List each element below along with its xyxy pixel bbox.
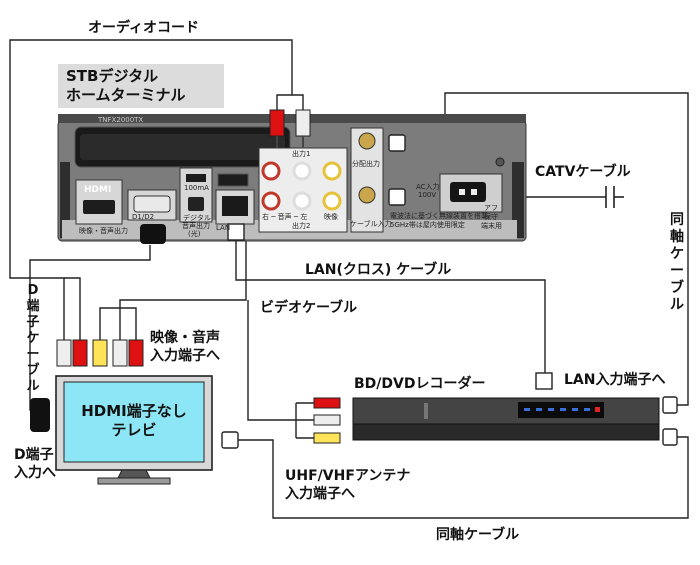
hdmi-port (83, 200, 115, 214)
rca-jack (261, 191, 281, 211)
recorder-av-plugs (313, 397, 341, 444)
lan-cable-label: LAN(クロス) ケーブル (305, 262, 452, 278)
d-input-label-1: D端子 (14, 447, 54, 463)
audio-cord-line-2 (292, 94, 304, 110)
screw-icon (495, 157, 505, 167)
av-input-label-1: 映像・音声 (150, 330, 220, 346)
audio-plugs-stb (269, 109, 311, 148)
optical-port (188, 197, 204, 211)
audio-lr-label: 右 ─ 音声 ─ 左 (262, 213, 308, 221)
d-terminal-port (133, 195, 171, 213)
coax-cable-right-label: 同軸ケーブル (670, 212, 684, 313)
tv-label-1: HDMI端子なし (81, 402, 187, 420)
rca-jack (261, 161, 281, 181)
ac-in-label-2: 100V (418, 191, 437, 199)
lan-port-label: LAN (216, 224, 231, 232)
ac-pin (471, 189, 477, 195)
bd-dvd-recorder (352, 397, 660, 441)
usb-current-label: 100mA (184, 184, 209, 192)
out2-label: 出力2 (292, 222, 311, 230)
hdmi-logo: HDMI (84, 185, 112, 195)
recorder-label: BD/DVDレコーダー (354, 376, 486, 392)
ac-maint-label-1: アフ (484, 204, 498, 212)
video-jack-label: 映像 (324, 213, 338, 221)
out1-label: 出力1 (292, 150, 311, 158)
catv-cable-label: CATVケーブル (535, 164, 631, 180)
stb-model: TNFX2000TX (98, 116, 144, 124)
cable-in-label: ケーブル入力 (350, 220, 392, 228)
digital-audio-label-2: 音声出力 (182, 222, 210, 230)
lan-input-label: LAN入力端子へ (564, 372, 666, 388)
antenna-label-1: UHF/VHFアンテナ (285, 468, 411, 484)
video-plugs-tv (92, 318, 144, 367)
audio-cord-label: オーディオコード (88, 20, 200, 36)
ac-maint-label-3: 端末用 (481, 222, 502, 230)
stb-left-foot (60, 162, 70, 238)
catv-cap-symbol (605, 186, 624, 208)
coax-plugs (221, 134, 678, 449)
coax-cable-bottom-label: 同軸ケーブル (436, 527, 520, 543)
digital-audio-label-3: (光) (188, 230, 201, 238)
tv-label-2: テレビ (111, 421, 157, 439)
audio-cord-split (64, 277, 81, 318)
stb-title-box (58, 64, 224, 108)
rca-jacks (261, 161, 342, 211)
cable-in-connector (358, 186, 376, 204)
audio-cord-line (9, 39, 293, 318)
ac-in-label-1: AC入力 (416, 183, 440, 191)
rca-jack (322, 161, 342, 181)
bottom-coax-line (238, 436, 689, 519)
lan-plug-stb (227, 223, 245, 241)
rca-jack (292, 191, 312, 211)
television (55, 375, 213, 485)
recorder-display (524, 408, 590, 411)
usb-panel (179, 167, 213, 223)
antenna-label-2: 入力端子へ (285, 486, 355, 502)
d-cable-label: D端子ケーブル (26, 283, 40, 394)
usb-top-port (217, 173, 249, 187)
lan-plug-recorder (535, 372, 553, 390)
rca-jack (322, 191, 342, 211)
stb-device (57, 114, 527, 242)
stb-title-line2: ホームターミナル (66, 86, 186, 104)
d-plug-tv (30, 398, 50, 432)
video-cable-split (99, 307, 137, 318)
split-out-label: 分配出力 (352, 160, 380, 168)
video-cable-label: ビデオケーブル (260, 300, 358, 316)
stb-top-edge (58, 114, 526, 123)
d-input-label-2: 入力へ (14, 465, 56, 481)
stb-right-foot (512, 162, 524, 238)
av-input-label-2: 入力端子へ (150, 348, 220, 364)
ac-maint-label-2: 保守 (484, 213, 498, 221)
av-out-label: 映像・音声出力 (79, 227, 128, 235)
stb-title-line1: STBデジタル (66, 67, 159, 85)
usb-port (186, 174, 206, 182)
ac-inlet (450, 182, 486, 202)
audio-plugs-tv (56, 318, 88, 367)
notice-line-1: 電波法に基づく無線装置を搭載 (390, 212, 488, 220)
rca-jack (292, 161, 312, 181)
d-out-label: D1/D2 (132, 213, 155, 221)
lan-cable-line (235, 240, 546, 373)
split-out-connector (358, 132, 376, 150)
ac-pin (459, 189, 465, 195)
video-cable-line (119, 240, 247, 318)
lan-port (222, 196, 248, 216)
digital-audio-label-1: デジタル (183, 214, 211, 222)
stb-vent-slot (80, 134, 285, 160)
notice-line-2: 5GHz帯は屋内使用限定 (390, 221, 465, 229)
d-plug-stb (140, 224, 166, 244)
video-cable-recorder (247, 300, 296, 421)
